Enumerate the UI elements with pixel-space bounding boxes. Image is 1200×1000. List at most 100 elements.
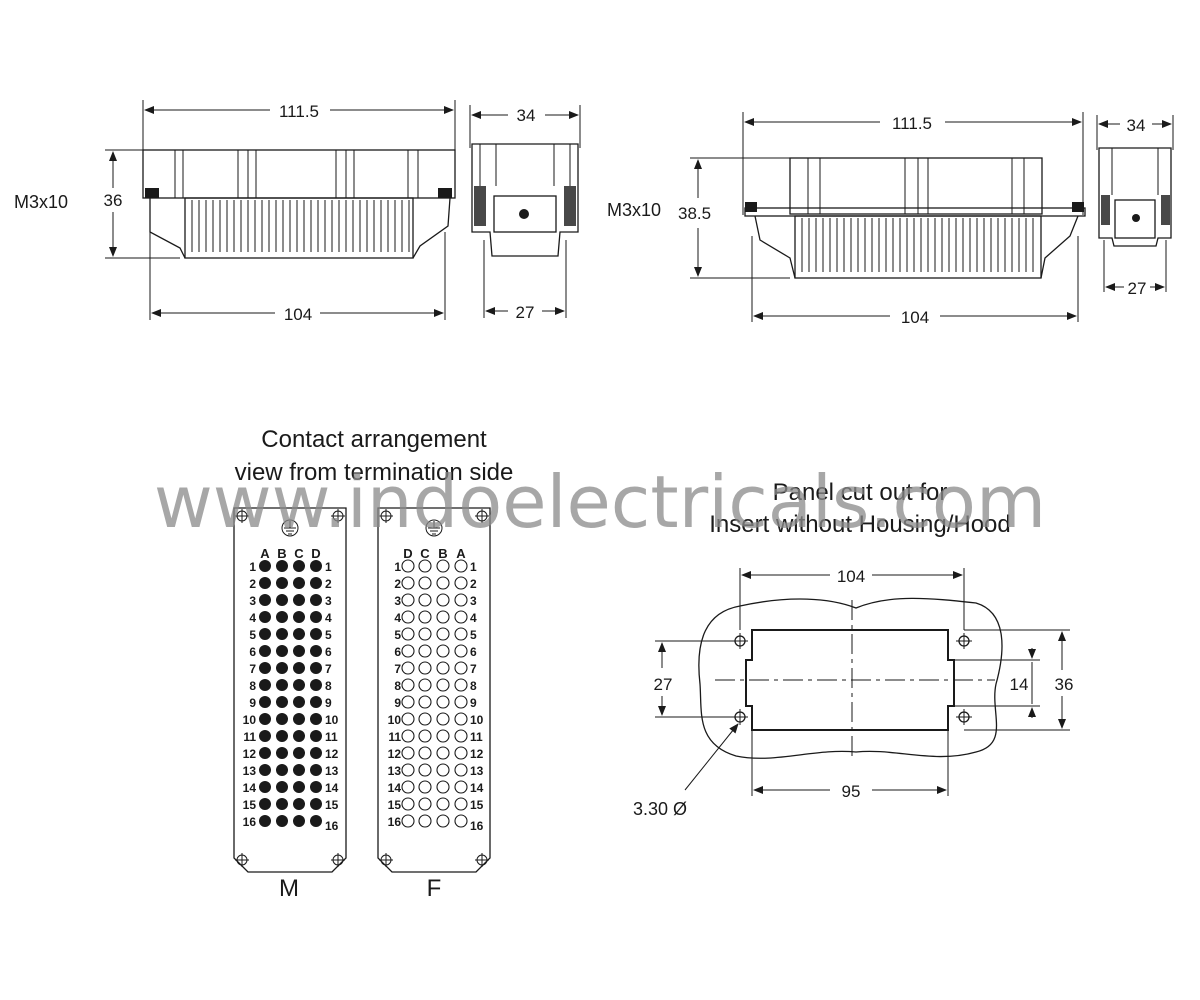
male-pin-contact <box>259 747 271 759</box>
end-view-1: 34 27 <box>469 105 581 322</box>
male-row-label-left: 3 <box>249 594 256 608</box>
female-column-label: C <box>420 546 430 561</box>
female-socket-contact <box>436 661 450 675</box>
male-pin-contact <box>259 730 271 742</box>
female-row-label-left: 13 <box>388 764 402 778</box>
male-pin-contact <box>259 815 271 827</box>
female-row-label-left: 14 <box>388 781 402 795</box>
dim-width-top-1: 111.5 <box>279 102 319 121</box>
cutout-title-line2: Insert without Housing/Hood <box>709 511 1011 538</box>
dim-end-top-1: 34 <box>517 106 536 125</box>
female-row-label-right: 13 <box>470 764 484 778</box>
female-socket-contact <box>454 678 468 692</box>
female-socket-contact <box>454 644 468 658</box>
male-pin-contact <box>276 662 288 674</box>
female-row-label-left: 10 <box>388 713 402 727</box>
male-pin-contact <box>293 815 305 827</box>
male-row-label-right: 15 <box>325 798 339 812</box>
male-row-label-left: 5 <box>249 628 256 642</box>
male-row-label-left: 11 <box>243 730 256 744</box>
female-socket-contact <box>436 729 450 743</box>
female-row-label-right: 14 <box>470 781 484 795</box>
female-socket-contact <box>401 780 415 794</box>
male-pin-contact <box>310 611 322 623</box>
male-row-label-left: 14 <box>243 781 257 795</box>
male-pin-contact <box>259 713 271 725</box>
male-row-label-left: 16 <box>243 815 257 829</box>
male-pin-contact <box>259 611 271 623</box>
male-pin-contact <box>293 781 305 793</box>
female-socket-contact <box>454 576 468 590</box>
male-pin-contact <box>293 730 305 742</box>
male-pin-contact <box>259 645 271 657</box>
female-socket-contact <box>436 644 450 658</box>
male-pin-contact <box>310 730 322 742</box>
dim-end-bottom-2: 27 <box>1128 279 1147 298</box>
female-row-label-left: 7 <box>394 662 401 676</box>
female-row-label-left: 6 <box>394 645 401 659</box>
dim-width-top-2: 111.5 <box>892 114 932 133</box>
female-socket-contact <box>401 559 415 573</box>
male-pin-contact <box>310 747 322 759</box>
male-row-label-left: 12 <box>243 747 257 761</box>
female-socket-contact <box>401 746 415 760</box>
female-socket-contact <box>436 712 450 726</box>
female-row-label-left: 9 <box>394 696 401 710</box>
male-pin-contact <box>276 713 288 725</box>
male-pin-contact <box>276 577 288 589</box>
male-pin-contact <box>259 577 271 589</box>
female-socket-contact <box>401 576 415 590</box>
male-row-label-right: 3 <box>325 594 332 608</box>
earth-icon-female <box>425 519 443 537</box>
male-pin-contact <box>310 594 322 606</box>
female-row-label-right: 4 <box>470 611 477 625</box>
dim-width-bottom-1: 104 <box>284 305 312 324</box>
dim-height-2: 38.5 <box>678 204 711 223</box>
male-pin-contact <box>259 679 271 691</box>
female-row-label-right: 2 <box>470 577 477 591</box>
male-pin-contact <box>310 798 322 810</box>
female-socket-contact <box>418 797 432 811</box>
male-row-label-right: 11 <box>325 730 338 744</box>
male-pin-contact <box>293 577 305 589</box>
female-row-label-right: 6 <box>470 645 477 659</box>
male-pin-contact <box>259 798 271 810</box>
screw-label-2: M3x10 <box>607 200 661 220</box>
male-pin-contact <box>293 747 305 759</box>
female-row-label-right: 15 <box>470 798 484 812</box>
female-socket-contact <box>418 661 432 675</box>
female-socket-contact <box>436 797 450 811</box>
male-row-label-right: 2 <box>325 577 332 591</box>
female-row-label-right: 8 <box>470 679 477 693</box>
male-row-label-left: 7 <box>249 662 256 676</box>
male-row-label-left: 6 <box>249 645 256 659</box>
male-pin-contact <box>276 815 288 827</box>
female-row-label-right: 1 <box>470 560 477 574</box>
panel-cutout: Panel cut out for Insert without Housing… <box>633 479 1073 819</box>
female-socket-contact <box>454 780 468 794</box>
female-socket-contact <box>418 746 432 760</box>
cutout-dim-right: 36 <box>1055 675 1074 694</box>
female-socket-contact <box>454 712 468 726</box>
male-pin-contact <box>259 628 271 640</box>
female-socket-contact <box>401 695 415 709</box>
female-socket-contact <box>401 712 415 726</box>
female-row-label-right: 5 <box>470 628 477 642</box>
female-socket-contact <box>454 746 468 760</box>
female-socket-contact <box>401 797 415 811</box>
male-pin-contact <box>276 764 288 776</box>
female-socket-contact <box>418 814 432 828</box>
contact-arrangement: Contact arrangement view from terminatio… <box>233 426 514 902</box>
male-pin-contact <box>293 628 305 640</box>
female-socket-contact <box>401 729 415 743</box>
end-view-2: 34 27 <box>1096 115 1174 298</box>
male-pin-contact <box>293 764 305 776</box>
contact-title-line2: view from termination side <box>235 459 514 486</box>
female-socket-contact <box>454 627 468 641</box>
cutout-dim-left: 27 <box>654 675 673 694</box>
female-socket-contact <box>436 610 450 624</box>
male-pin-contact <box>310 628 322 640</box>
male-row-label-right: 13 <box>325 764 339 778</box>
female-row-label-left: 4 <box>394 611 401 625</box>
male-column-label: B <box>277 546 286 561</box>
